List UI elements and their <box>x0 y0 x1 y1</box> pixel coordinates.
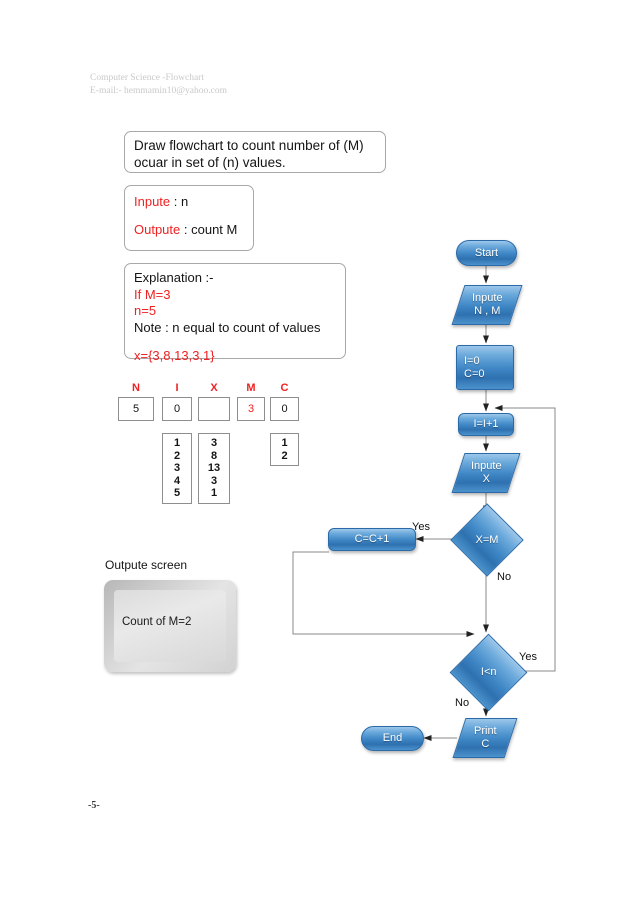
problem-statement-line-2: ocuar in set of (n) values. <box>134 155 286 170</box>
trace-list-i-item: 4 <box>173 474 181 487</box>
header-line-email: E-mail:- hemmamin10@yahoo.com <box>90 86 227 96</box>
flow-node-increment-label: I=I+1 <box>473 418 499 430</box>
trace-list-x-item: 3 <box>210 437 218 449</box>
trace-header-n: N <box>132 382 140 394</box>
trace-list-x-item: 1 <box>210 487 218 499</box>
explanation-m-value: If M=3 <box>134 286 171 302</box>
output-screen-label: Outpute screen <box>105 558 188 572</box>
flow-node-start-label: Start <box>474 246 499 259</box>
flow-node-end[interactable]: End <box>361 726 424 751</box>
trace-cell-m: 3 <box>237 397 265 421</box>
edge-label-compare-no: No <box>497 571 512 583</box>
trace-header-m: M <box>246 382 256 394</box>
explanation-note: Note : n equal to count of values <box>134 319 321 335</box>
trace-header-i: I <box>175 382 179 394</box>
trace-header-x: X <box>210 382 218 394</box>
problem-statement-line-1: Draw flowchart to count number of (M) <box>134 138 364 153</box>
trace-cell-x <box>198 397 230 421</box>
problem-statement-box: Draw flowchart to count number of (M) oc… <box>124 131 386 173</box>
output-screen-inner: Count of M=2 <box>114 590 226 662</box>
flow-node-init[interactable]: I=0 C=0 <box>456 345 514 390</box>
document-header: Computer Science -Flowchart E-mail:- hem… <box>90 72 227 98</box>
flow-node-loop-label: I<n <box>480 665 497 678</box>
trace-list-x-item: 13 <box>207 462 221 474</box>
flow-node-end-label: End <box>382 732 403 744</box>
trace-list-x: 3 8 13 3 1 <box>198 433 230 504</box>
edge-label-loop-yes: Yes <box>519 651 537 663</box>
trace-list-i-item: 5 <box>173 487 181 499</box>
input-separator: : <box>170 194 181 209</box>
trace-list-i-item: 2 <box>173 449 181 462</box>
trace-cell-c: 0 <box>270 397 299 421</box>
flow-node-input-x-label: Inpute X <box>470 460 502 485</box>
input-label: Inpute <box>134 194 171 209</box>
flow-node-start[interactable]: Start <box>456 240 517 266</box>
trace-list-x-item: 8 <box>210 449 218 462</box>
flow-node-compare-label: X=M <box>475 533 499 546</box>
trace-column-c: C 0 1 2 <box>270 382 299 466</box>
trace-list-c: 1 2 <box>270 433 299 466</box>
trace-list-i-item: 1 <box>173 437 181 449</box>
explanation-n-value: n=5 <box>134 303 157 318</box>
trace-list-c-item: 1 <box>281 437 288 449</box>
trace-column-x: X 3 8 13 3 1 <box>198 382 230 504</box>
explanation-set: x={3,8,13,3,1} <box>134 348 215 363</box>
page-number: -5- <box>88 800 100 811</box>
input-output-box: Inpute : n Outpute : count M <box>124 185 254 251</box>
output-label: Outpute <box>134 222 181 237</box>
explanation-box: Explanation :- If M=3 n=5 Note : n equal… <box>124 263 346 363</box>
output-separator: : <box>180 222 192 237</box>
output-value: count M <box>191 222 238 237</box>
trace-list-x-item: 3 <box>210 474 218 487</box>
output-screen-text: Count of M=2 <box>122 616 192 628</box>
trace-cell-i: 0 <box>162 397 192 421</box>
trace-header-c: C <box>280 382 289 394</box>
input-value: n <box>181 194 189 209</box>
trace-list-c-item: 2 <box>281 449 288 462</box>
flow-node-print-label: Print C <box>473 725 497 750</box>
trace-list-i-item: 3 <box>173 462 181 474</box>
output-screen: Count of M=2 <box>104 580 236 672</box>
edge-label-loop-no: No <box>455 697 470 709</box>
input-row: Inpute : n <box>134 194 244 210</box>
trace-cell-n: 5 <box>118 397 154 421</box>
edge-label-compare-yes: Yes <box>412 521 430 533</box>
trace-column-m: M 3 <box>237 382 265 421</box>
flow-node-count[interactable]: C=C+1 <box>328 528 416 551</box>
explanation-heading: Explanation :- <box>134 270 214 285</box>
trace-list-i: 1 2 3 4 5 <box>162 433 192 504</box>
flow-node-increment[interactable]: I=I+1 <box>458 413 514 436</box>
output-row: Outpute : count M <box>134 222 244 238</box>
trace-column-i: I 0 1 2 3 4 5 <box>162 382 192 504</box>
flow-node-count-label: C=C+1 <box>354 533 390 545</box>
header-line-subject: Computer Science -Flowchart <box>90 73 204 83</box>
trace-column-n: N 5 <box>118 382 154 421</box>
flow-node-input-n-m-label: Inpute N , M <box>471 292 503 317</box>
flow-node-init-label: I=0 C=0 <box>464 354 485 380</box>
